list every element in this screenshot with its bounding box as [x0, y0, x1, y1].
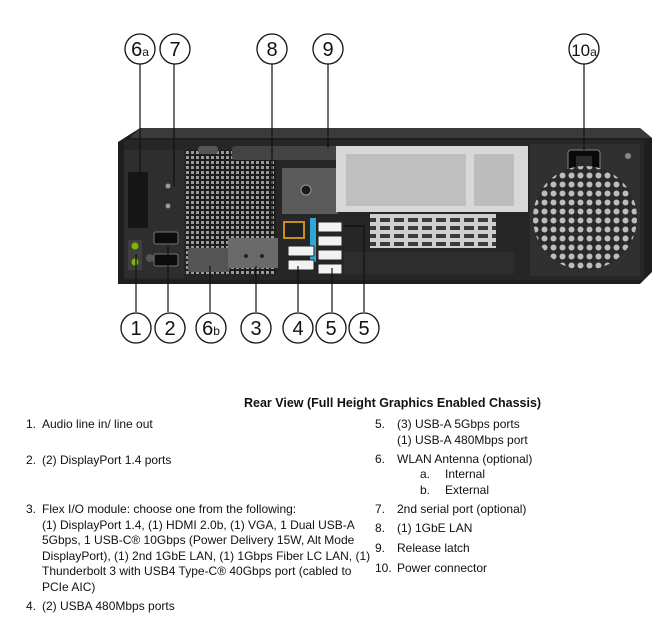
svg-text:7: 7 [169, 39, 180, 61]
rear-view-diagram: 6a 7 8 9 10a 1 2 6b 3 4 5 5 [118, 33, 652, 344]
legend-item-5: 5. (3) USB-A 5Gbps ports (1) USB-A 480Mb… [375, 417, 528, 447]
legend-sub-item-a: a.Internal [420, 467, 486, 481]
callout-6b: 6b [195, 312, 227, 344]
callout-5-left: 5 [315, 312, 347, 344]
legend-item-9: 9.Release latch [375, 541, 470, 555]
callout-10a: 10a [568, 33, 600, 65]
legend-item-3: 3. Flex I/O module: choose one from the … [26, 502, 371, 594]
svg-text:4: 4 [292, 318, 303, 340]
svg-text:6b: 6b [202, 318, 220, 340]
svg-text:6a: 6a [131, 39, 149, 61]
svg-text:10a: 10a [571, 41, 597, 60]
svg-text:5: 5 [358, 318, 369, 340]
legend-item-6: 6.WLAN Antenna (optional) [375, 452, 533, 466]
callout-3: 3 [240, 312, 272, 344]
callout-4: 4 [282, 312, 314, 344]
legend-item-1: 1.Audio line in/ line out [26, 417, 153, 431]
svg-text:8: 8 [266, 39, 277, 61]
legend-item-2: 2.(2) DisplayPort 1.4 ports [26, 453, 172, 467]
legend-item-10: 10.Power connector [375, 561, 488, 575]
callout-6a: 6a [124, 33, 156, 65]
legend-sub-item-b: b.External [420, 483, 490, 497]
callout-1: 1 [120, 312, 152, 344]
leader-lines [135, 64, 585, 312]
callout-5-right: 5 [348, 312, 380, 344]
legend-item-4: 4.(2) USBA 480Mbps ports [26, 599, 175, 613]
callout-9: 9 [312, 33, 344, 65]
callout-7: 7 [159, 33, 191, 65]
svg-text:9: 9 [322, 39, 333, 61]
callout-2: 2 [154, 312, 186, 344]
svg-text:2: 2 [164, 318, 175, 340]
svg-text:3: 3 [250, 318, 261, 340]
legend-item-7: 7.2nd serial port (optional) [375, 502, 527, 516]
chassis [118, 128, 652, 284]
callout-8: 8 [256, 33, 288, 65]
legend-item-8: 8.(1) 1GbE LAN [375, 521, 473, 535]
diagram-caption: Rear View (Full Height Graphics Enabled … [244, 396, 542, 410]
svg-text:1: 1 [130, 318, 141, 340]
svg-text:5: 5 [325, 318, 336, 340]
